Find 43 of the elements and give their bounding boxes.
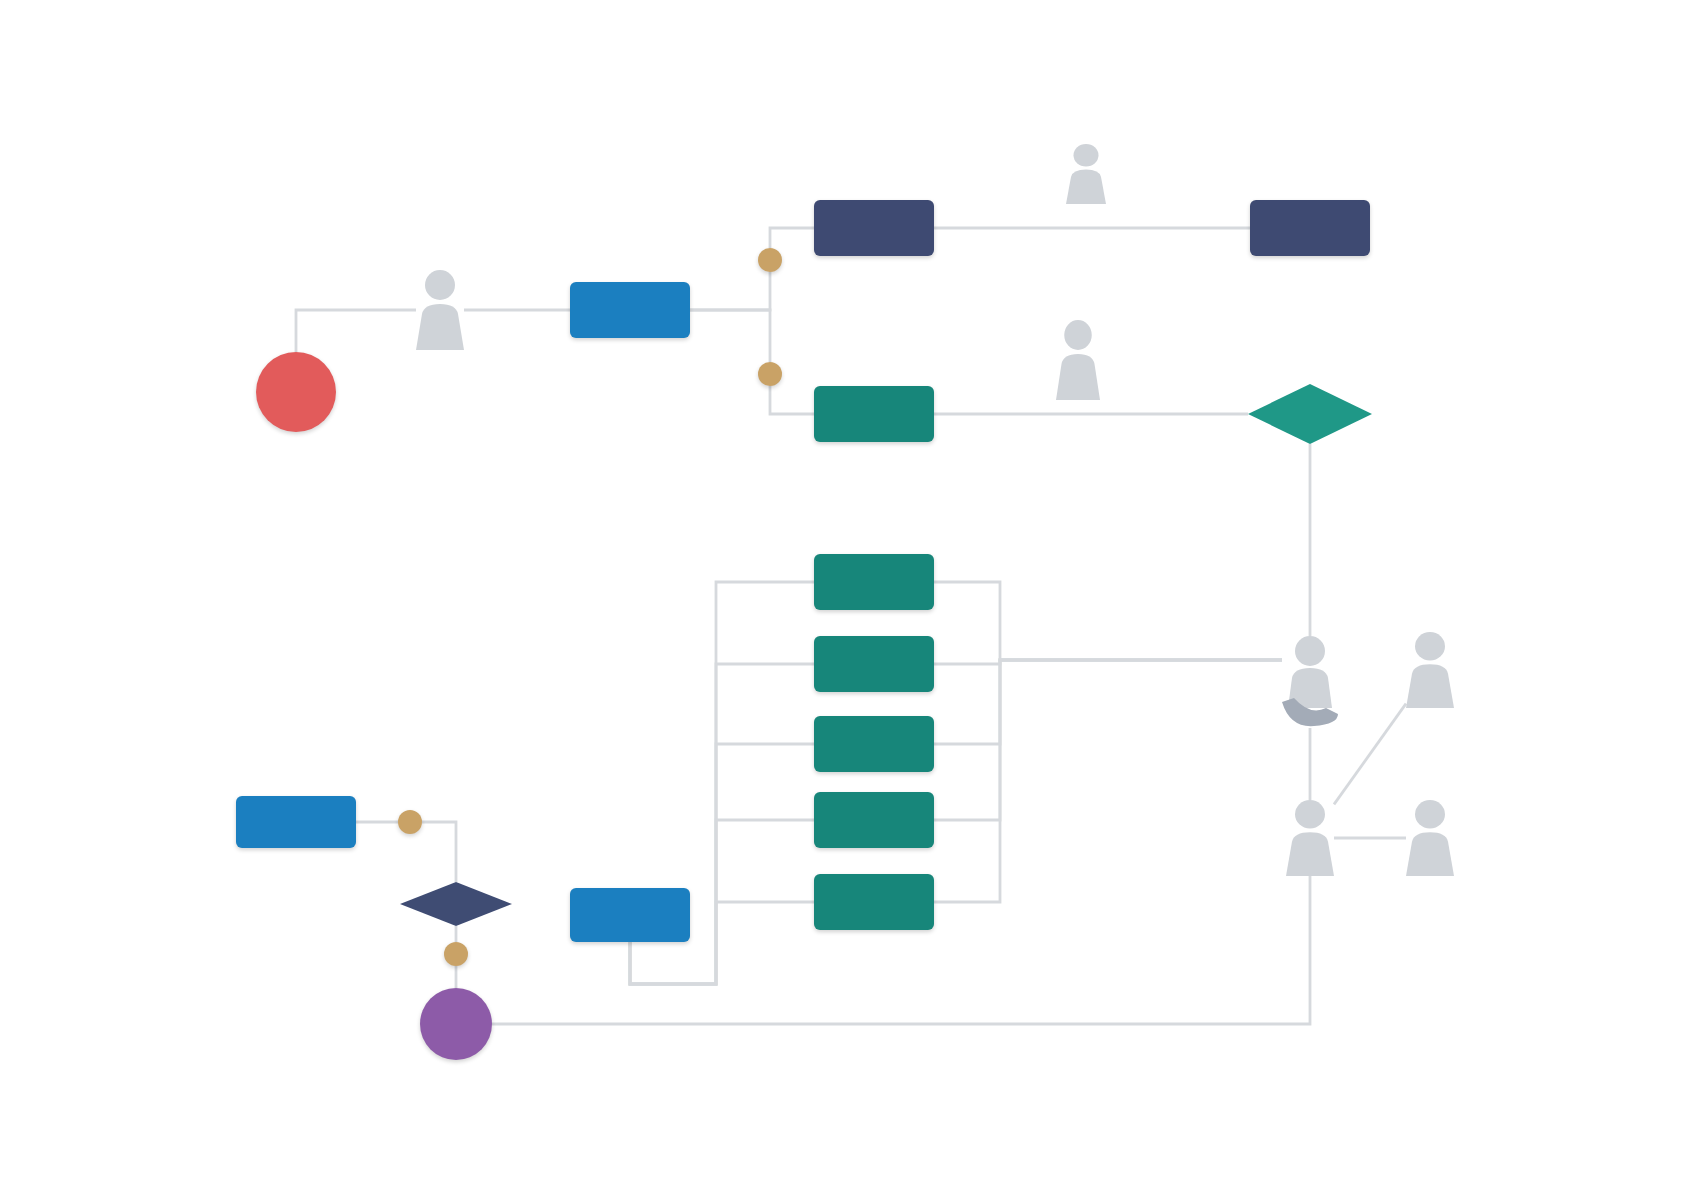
process-box	[1250, 200, 1370, 256]
process-box	[570, 282, 690, 338]
process-box	[814, 554, 934, 610]
start-circle	[256, 352, 336, 432]
junction-dot	[758, 248, 782, 272]
connector-line	[934, 226, 1250, 230]
connector-line	[356, 820, 398, 824]
connector-line	[934, 658, 1282, 904]
connector-line	[934, 412, 1248, 416]
process-box	[814, 716, 934, 772]
connector-line	[768, 226, 814, 248]
connector-line	[628, 900, 814, 986]
process-box	[814, 874, 934, 930]
connector-line	[454, 966, 458, 988]
person-icon	[1066, 144, 1106, 204]
person-icon	[1406, 632, 1454, 708]
connector-line	[690, 308, 772, 362]
connector-line	[1332, 702, 1408, 806]
connector-line	[1308, 728, 1312, 800]
process-box	[236, 796, 356, 848]
junction-dot	[398, 810, 422, 834]
connector-line	[768, 386, 814, 416]
connector-line	[492, 876, 1312, 1026]
decision-diamond	[1248, 384, 1372, 444]
connector-line	[1308, 444, 1312, 636]
connector-line	[422, 820, 458, 882]
connector-line	[464, 308, 570, 312]
process-box	[814, 636, 934, 692]
junction-dot	[444, 942, 468, 966]
process-box	[814, 386, 934, 442]
connector-line	[294, 308, 416, 352]
connector-line	[1334, 836, 1406, 840]
person-icon	[416, 270, 464, 350]
decision-diamond	[400, 882, 512, 926]
process-box	[814, 200, 934, 256]
person-with-phone-icon	[1282, 636, 1338, 728]
person-icon	[1406, 800, 1454, 876]
junction-dot	[758, 362, 782, 386]
person-icon	[1286, 800, 1334, 876]
person-icon	[1056, 320, 1100, 400]
process-box	[814, 792, 934, 848]
end-circle	[420, 988, 492, 1060]
process-box	[570, 888, 690, 942]
